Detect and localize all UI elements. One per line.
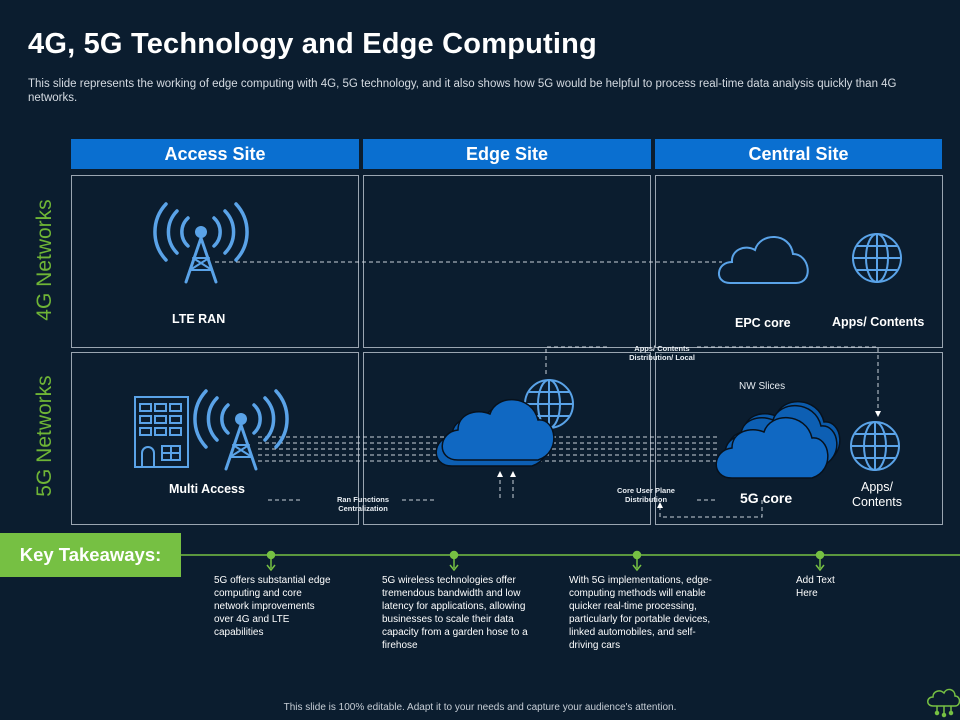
takeaway-item-4: Add Text Here (796, 575, 835, 599)
cell-5g-edge (363, 352, 651, 525)
takeaway-item-2: 5G wireless technologies offer tremendou… (382, 575, 528, 651)
label-multi-access: Multi Access (169, 482, 245, 496)
takeaway-item-1: 5G offers substantial edge computing and… (214, 575, 331, 638)
antenna-tower-icon (193, 389, 289, 471)
cell-5g-central (655, 352, 943, 525)
label-lte-ran: LTE RAN (172, 312, 226, 326)
key-takeaways-heading: Key Takeaways: (0, 533, 181, 577)
cloud-icon (718, 236, 809, 284)
label-apps-contents-5g: Apps/ Contents (851, 480, 903, 509)
globe-icon (852, 233, 902, 283)
cloud-network-logo-icon (927, 688, 960, 718)
label-epc-core: EPC core (735, 316, 791, 330)
label-5g-core: 5G core (740, 490, 793, 506)
cell-5g-access (71, 352, 359, 525)
page-title: 4G, 5G Technology and Edge Computing (28, 28, 597, 60)
column-header-central-site: Central Site (655, 139, 942, 169)
cloud-icon (715, 401, 841, 479)
takeaways-timeline (181, 550, 960, 572)
globe-icon (850, 421, 900, 471)
label-core-user-plane: Core User Plane Distribution (617, 486, 675, 504)
footer-note: This slide is 100% editable. Adapt it to… (283, 702, 677, 713)
antenna-tower-icon (153, 202, 249, 284)
column-header-access-site: Access Site (71, 139, 359, 169)
column-header-edge-site: Edge Site (363, 139, 651, 169)
label-ran-functions: Ran Functions Centralization (336, 495, 390, 513)
label-apps-contents-4g: Apps/ Contents (832, 315, 925, 329)
takeaway-item-3: With 5G implementations, edge-computing … (569, 575, 712, 651)
label-nw-slices: NW Slices (739, 381, 786, 392)
building-icon (134, 396, 189, 468)
label-apps-distribution: Apps/ Contents Distribution/ Local (629, 344, 695, 362)
page-subtitle: This slide represents the working of edg… (28, 78, 897, 104)
cloud-icon (435, 399, 555, 467)
